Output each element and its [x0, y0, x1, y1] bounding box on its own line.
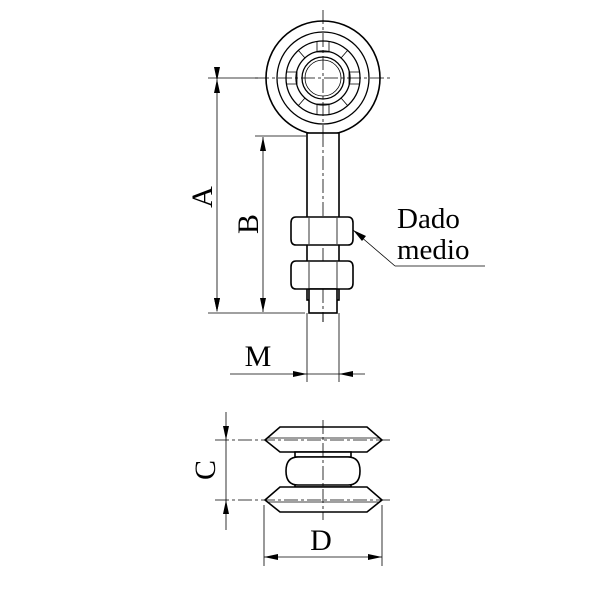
nut-lower: [290, 260, 354, 290]
rod-end-front-view: [255, 10, 392, 322]
wheel-side-view: [215, 420, 392, 520]
dimension-a: A: [186, 67, 305, 314]
dimension-b-label: B: [232, 214, 265, 234]
nut-upper: [290, 216, 354, 246]
dimension-a-label: A: [186, 186, 219, 208]
dimension-b: B: [232, 135, 306, 312]
dimension-m: M: [230, 313, 365, 382]
callout-line1: Dado: [397, 203, 460, 235]
upper-flange: [263, 426, 384, 453]
dado-medio-callout: Dado medio: [352, 203, 485, 267]
dimension-d-label: D: [310, 524, 332, 557]
dimension-d: D: [263, 505, 383, 566]
callout-line2: medio: [397, 234, 470, 266]
lower-flange: [263, 486, 384, 513]
dimension-c-label: C: [189, 460, 222, 480]
dimension-m-label: M: [245, 340, 272, 373]
dimension-c: C: [189, 412, 229, 530]
